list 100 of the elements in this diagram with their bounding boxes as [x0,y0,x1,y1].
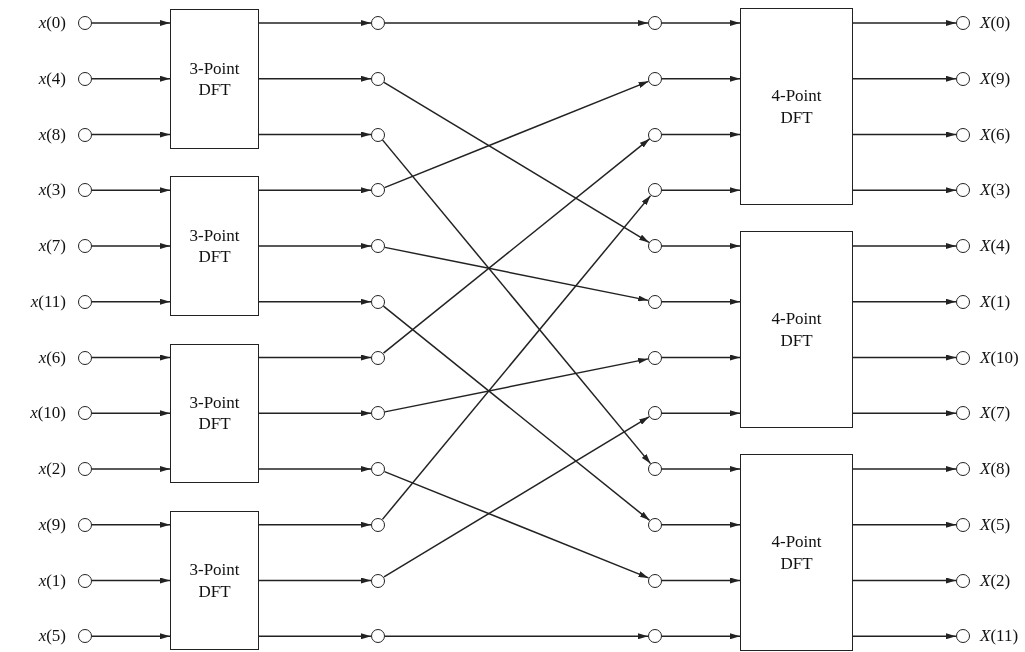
dft-block: 3-Point DFT [170,343,259,483]
arrow [258,131,372,138]
dft-block: 3-Point DFT [170,9,259,149]
node-circle [371,294,385,309]
arrow [258,354,372,361]
input-node-circle [78,350,92,365]
arrow [384,246,649,302]
arrow [258,298,372,305]
arrow [382,305,651,522]
node-circle [648,71,662,86]
arrow [384,357,649,413]
arrow [91,577,171,584]
arrow [382,138,651,354]
output-label: X(9) [980,68,1011,89]
output-label: X(11) [980,626,1019,647]
output-label: X(5) [980,514,1011,535]
arrow [661,410,741,417]
input-label: x(8) [38,124,66,145]
output-label: X(6) [980,124,1011,145]
node-circle [371,239,385,253]
arrow [381,139,652,465]
arrow [383,416,650,578]
arrow [852,243,957,249]
input-label: x(3) [38,180,66,201]
input-label: x(4) [38,68,66,89]
output-node-circle [956,183,970,198]
arrow [258,187,372,194]
node-circle [371,517,385,532]
output-label: X(4) [980,236,1011,256]
arrow [91,187,171,194]
output-node-circle [956,71,970,86]
input-node-circle [78,71,92,86]
arrow [91,20,171,26]
arrow [661,633,741,640]
output-node-circle [956,406,970,421]
dft-block: 4-Point DFT [740,231,853,429]
node-circle [648,462,662,476]
node-circle [371,71,385,86]
node-circle [371,462,385,476]
arrow [852,75,957,82]
arrow [258,20,372,26]
node-circle [648,517,662,532]
dft-block: 3-Point DFT [170,176,259,316]
arrow [852,466,957,472]
node-circle [648,183,662,198]
input-node-circle [78,573,92,588]
arrow [852,633,957,640]
arrow [852,354,957,361]
output-label: X(7) [980,403,1011,424]
arrow [91,131,171,138]
output-label: X(2) [980,570,1011,591]
node-circle [648,573,662,588]
output-node-circle [956,294,970,309]
node-circle [648,127,662,142]
output-node-circle [956,127,970,142]
arrow [258,577,372,584]
arrow [661,521,741,528]
arrow [383,80,650,189]
arrow [661,354,741,361]
arrow [852,298,957,305]
arrow [91,521,171,528]
arrow [852,521,957,528]
input-label: x(9) [38,514,66,535]
output-node-circle [956,239,970,253]
input-node-circle [78,629,92,644]
input-label: x(5) [38,626,66,647]
input-label: x(1) [38,570,66,591]
output-label: X(3) [980,180,1011,201]
arrow [381,194,652,521]
node-circle [371,573,385,588]
arrow [91,633,171,640]
node-circle [648,629,662,644]
input-node-circle [78,517,92,532]
output-node-circle [956,462,970,476]
node-circle [648,406,662,421]
arrow [91,410,171,417]
output-node-circle [956,517,970,532]
output-node-circle [956,350,970,365]
output-node-circle [956,573,970,588]
arrow [661,466,741,472]
node-circle [648,16,662,30]
node-circle [648,350,662,365]
input-node-circle [78,294,92,309]
arrow [258,243,372,249]
input-label: x(10) [30,403,66,424]
arrow [91,354,171,361]
arrow [661,75,741,82]
input-node-circle [78,406,92,421]
output-label: X(1) [980,291,1011,312]
node-circle [371,183,385,198]
input-label: x(0) [38,13,66,33]
input-node-circle [78,462,92,476]
arrow [384,20,649,26]
arrow [258,410,372,417]
output-label: X(10) [980,347,1019,368]
arrow [661,187,741,194]
arrow [852,577,957,584]
node-circle [371,350,385,365]
dft-block: 4-Point DFT [740,8,853,206]
output-label: X(8) [980,459,1011,479]
